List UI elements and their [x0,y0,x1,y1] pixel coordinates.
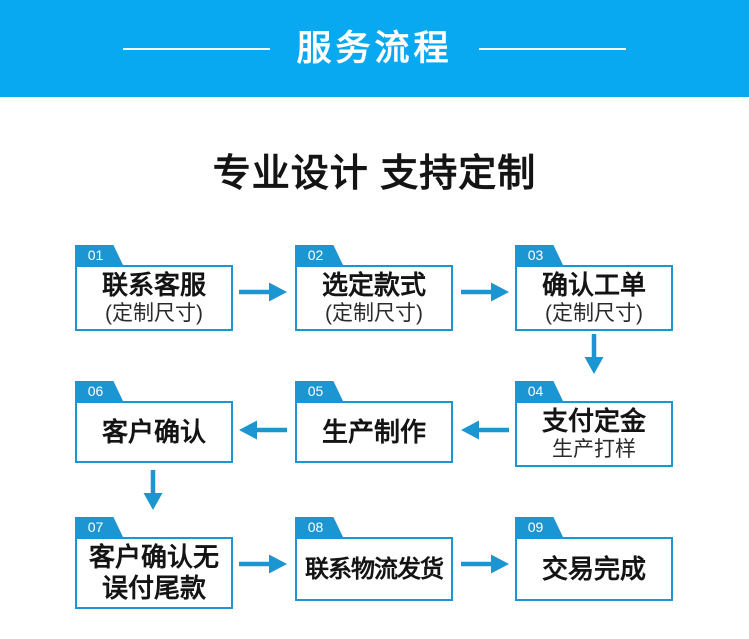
arrow-left-icon [461,420,509,440]
flow-step-08: 08 联系物流发货 [295,517,453,601]
step-number-tab: 09 [515,517,563,537]
arrow-right-icon [461,554,509,574]
header-right-line [478,47,626,50]
flow-step-02: 02 选定款式 (定制尺寸) [295,245,453,331]
arrow-down-icon [143,470,163,510]
flow-step-06: 06 客户确认 [75,381,233,463]
step-box: 联系物流发货 [295,537,453,601]
step-number-tab: 06 [75,381,123,401]
step-subtitle: (定制尺寸) [105,302,203,325]
step-title: 联系客服 [101,270,206,300]
step-subtitle: (定制尺寸) [545,302,643,325]
section-title: 专业设计 支持定制 [212,153,537,195]
header-title: 服务流程 [296,29,453,68]
step-title: 生产制作 [321,416,426,447]
step-number-tab: 02 [295,245,343,265]
step-number-tab: 01 [75,245,123,265]
step-box: 支付定金 生产打样 [515,401,673,467]
header-left-line [123,47,271,50]
step-title: 支付定金 [541,406,646,436]
header-banner: 服务流程 [0,0,749,97]
step-number-tab: 07 [75,517,123,537]
step-number-tab: 08 [295,517,343,537]
flow-step-09: 09 交易完成 [515,517,673,601]
step-subtitle: (定制尺寸) [325,302,423,325]
step-box: 确认工单 (定制尺寸) [515,265,673,331]
arrow-right-icon [239,554,287,574]
step-box: 选定款式 (定制尺寸) [295,265,453,331]
flow-step-04: 04 支付定金 生产打样 [515,381,673,467]
step-number-tab: 05 [295,381,343,401]
step-box: 客户确认 [75,401,233,463]
arrow-down-icon [584,334,604,374]
step-title: 客户确认 [101,416,206,447]
step-box: 客户确认无 误付尾款 [75,537,233,609]
flow-step-01: 01 联系客服 (定制尺寸) [75,245,233,331]
step-box: 生产制作 [295,401,453,463]
step-title: 交易完成 [541,553,646,584]
step-number-tab: 03 [515,245,563,265]
step-box: 交易完成 [515,537,673,601]
step-box: 联系客服 (定制尺寸) [75,265,233,331]
arrow-left-icon [239,420,287,440]
step-title-line2: 误付尾款 [101,573,206,603]
step-title: 选定款式 [321,270,426,300]
flow-step-05: 05 生产制作 [295,381,453,463]
arrow-right-icon [239,282,287,302]
flow-step-07: 07 客户确认无 误付尾款 [75,517,233,609]
flow-step-03: 03 确认工单 (定制尺寸) [515,245,673,331]
step-title: 确认工单 [541,270,646,300]
step-title: 客户确认无 [88,542,219,572]
arrow-right-icon [461,282,509,302]
step-subtitle: 生产打样 [552,438,636,461]
step-title: 联系物流发货 [305,555,444,583]
step-number-tab: 04 [515,381,563,401]
